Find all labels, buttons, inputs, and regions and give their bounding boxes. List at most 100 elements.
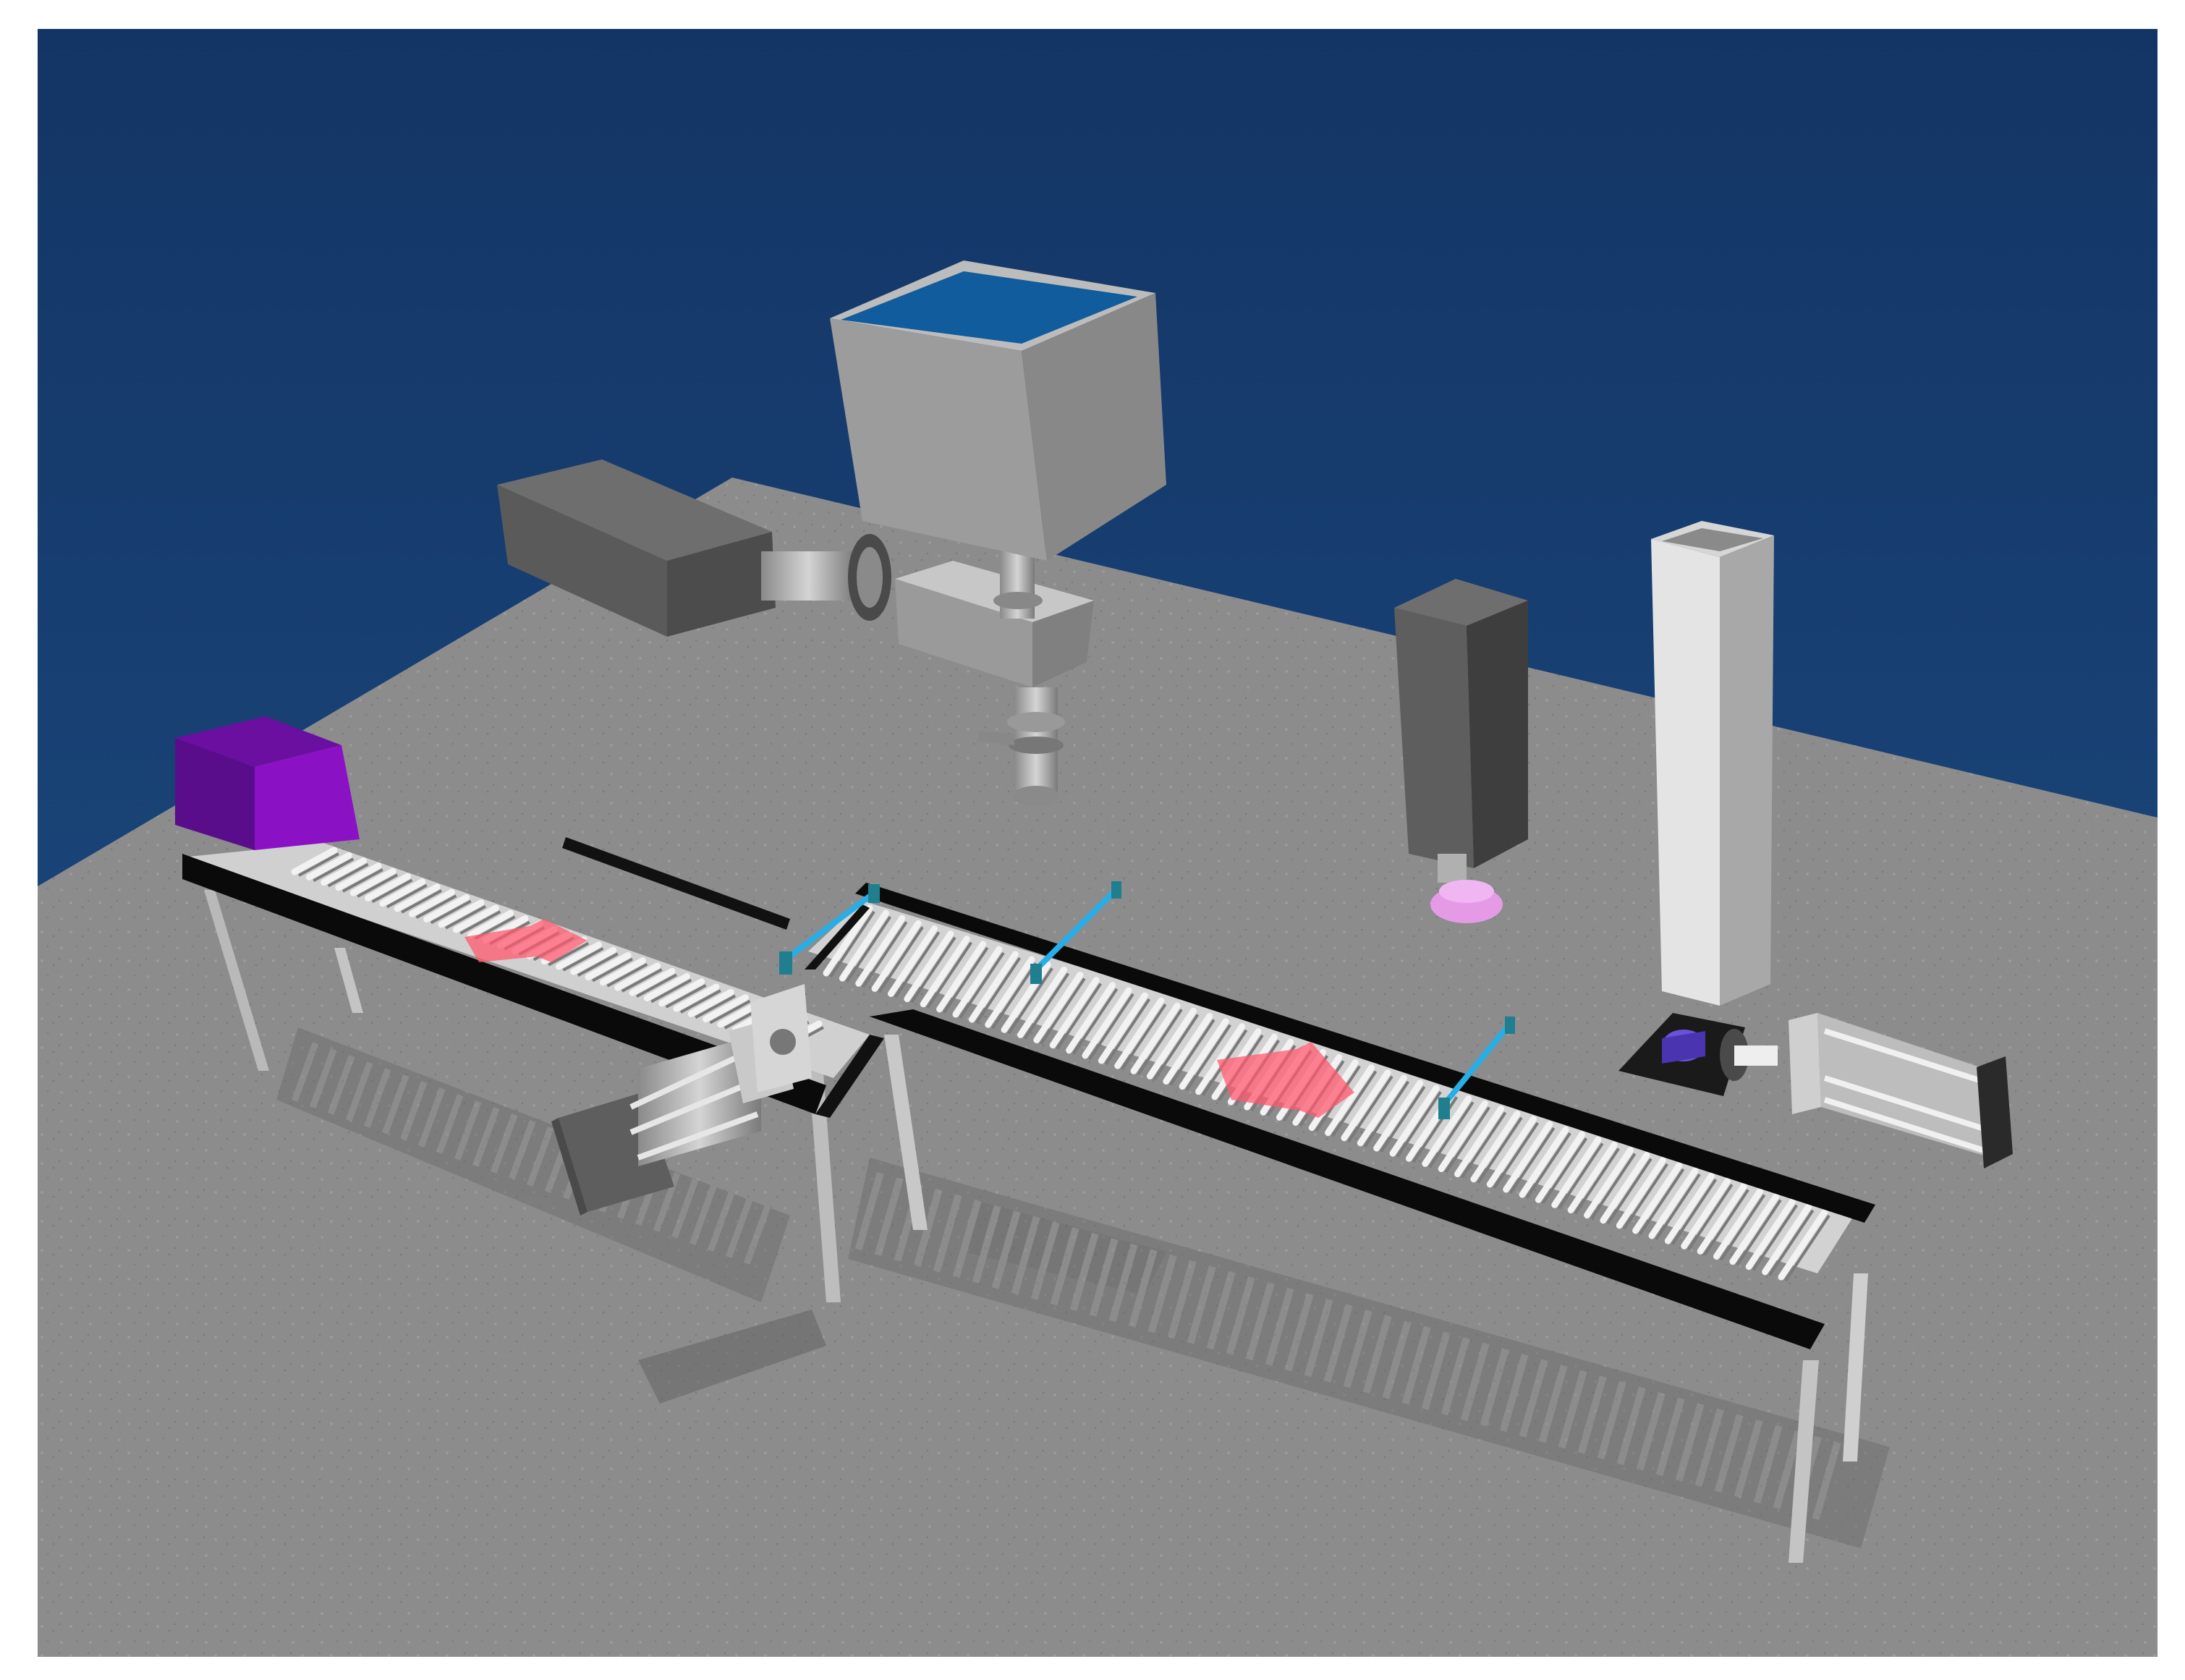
right-conveyor-roller <box>936 941 987 1013</box>
right-conveyor-roller-shade <box>1007 967 1053 1035</box>
right-conveyor-roller <box>1454 1106 1505 1178</box>
feeder-motor[interactable] <box>497 459 776 637</box>
roller-shadow-gap <box>1147 1255 1177 1333</box>
left-conveyor-roller-shade <box>679 989 721 1014</box>
right-conveyor-roller <box>1584 1147 1634 1219</box>
roller-shadow-gap <box>653 1172 681 1232</box>
right-conveyor-roller <box>1114 997 1165 1069</box>
roller-shadow-gap <box>1382 1320 1412 1399</box>
roller-shadow-gap <box>508 1120 536 1180</box>
left-conveyor-roller <box>702 994 749 1023</box>
left-conveyor-roller-shade <box>357 873 399 898</box>
left-conveyor-roller <box>349 867 396 896</box>
right-conveyor-roller-shade <box>1558 1142 1604 1210</box>
roller-shadow-gap <box>1323 1304 1353 1383</box>
right-conveyor-roller-shade <box>1590 1153 1637 1220</box>
left-conveyor-roller <box>643 973 690 1002</box>
left-conveyor-roller <box>394 883 441 912</box>
left-conveyor-roller-shade <box>621 968 663 993</box>
screw-housing <box>895 561 1094 687</box>
roller-shadow-gap <box>725 1198 753 1258</box>
gripper-station[interactable] <box>1394 579 1528 923</box>
right-conveyor-back-rail <box>855 883 1875 1223</box>
direction-markers <box>464 919 1354 1118</box>
roller-shadow-gap <box>526 1127 554 1187</box>
right-conveyor-roller <box>968 951 1019 1023</box>
roller-shadow-gap <box>1362 1315 1392 1394</box>
left-conveyor-roller <box>291 847 338 875</box>
right-conveyor-roller-shade <box>1509 1127 1556 1195</box>
right-conveyor-roller <box>887 925 938 997</box>
left-conveyor-roller-shade <box>298 852 339 877</box>
right-conveyor-roller-shade <box>991 962 1038 1030</box>
left-conveyor-roller-shade <box>577 952 619 977</box>
right-conveyor-roller-shade <box>894 931 941 998</box>
roller-shadow-gap <box>363 1068 391 1128</box>
left-conveyor-roller-shade <box>562 947 604 972</box>
right-conveyor-roller <box>1729 1193 1780 1265</box>
right-conveyor-roller <box>1389 1085 1440 1157</box>
right-conveyor-roller <box>1470 1111 1521 1183</box>
right-conveyor-roller-shade <box>1088 993 1134 1061</box>
material-hopper[interactable] <box>830 260 1166 561</box>
hopper-neck <box>993 550 1043 619</box>
right-conveyor-roller-shade <box>1331 1070 1378 1137</box>
right-conveyor-roller-shade <box>1040 977 1086 1045</box>
right-conveyor-roller-shade <box>845 916 892 983</box>
right-conveyor-roller <box>952 946 1003 1018</box>
roller-shadow-gap <box>913 1188 943 1268</box>
right-conveyor-roller-shade <box>1104 998 1151 1066</box>
right-conveyor-roller-shade <box>1363 1080 1409 1148</box>
left-conveyor-roller <box>305 852 352 881</box>
right-conveyor-roller <box>1438 1100 1488 1173</box>
right-conveyor-roller <box>839 909 889 982</box>
left-conveyor-roller-shade <box>636 973 677 998</box>
right-conveyor-roller-shade <box>942 946 989 1014</box>
feeder-shaft <box>761 534 891 621</box>
right-pusher-cylinder[interactable] <box>1720 1013 2013 1168</box>
sensor-gate-middle <box>1030 881 1121 984</box>
roller-shadow-gap <box>1128 1249 1158 1328</box>
right-conveyor-roller <box>855 915 906 987</box>
roller-shadow-gap <box>309 1048 337 1108</box>
right-conveyor-roller <box>1066 982 1116 1054</box>
roller-shadow-gap <box>1714 1414 1744 1493</box>
roller-shadow-gap <box>671 1179 699 1239</box>
left-conveyor-roller <box>658 978 705 1007</box>
storage-tower[interactable] <box>1618 521 1774 1096</box>
roller-shadow-gap <box>1265 1287 1294 1367</box>
roller-shadow-gap <box>1050 1227 1079 1306</box>
roller-shadow-gap <box>1441 1337 1470 1416</box>
sensors <box>779 881 1515 1119</box>
roller-shadow-gap <box>972 1205 1001 1284</box>
left-conveyor-roller-shade <box>386 883 428 909</box>
right-conveyor-roller-shade <box>975 956 1022 1024</box>
roller-shadow-gap <box>399 1081 428 1141</box>
right-conveyor-roller <box>1519 1126 1569 1198</box>
right-conveyor-roller <box>1130 1002 1181 1074</box>
roller-shadow-gap <box>1558 1370 1587 1449</box>
scene-canvas <box>38 29 2158 1657</box>
left-conveyor-legs <box>204 890 928 1302</box>
roller-shadow-gap <box>1675 1403 1705 1482</box>
left-conveyor-roller-shade <box>665 984 707 1009</box>
right-conveyor-roller <box>1697 1182 1747 1255</box>
right-conveyor-roller-shade <box>1768 1209 1815 1276</box>
left-pusher-cylinder[interactable] <box>551 984 812 1216</box>
left-conveyor-roller <box>585 951 632 980</box>
left-conveyor-roller <box>555 941 602 970</box>
right-conveyor-roller <box>1600 1152 1650 1224</box>
roller-shadow-gap <box>1284 1293 1314 1372</box>
roller-shadow-gap <box>1499 1353 1529 1433</box>
right-conveyor-roller <box>823 904 873 977</box>
left-conveyor-roller-shade <box>695 994 737 1019</box>
feed-box[interactable] <box>175 716 360 850</box>
roller-shadow-gap <box>1089 1238 1119 1317</box>
right-conveyor-roller-shade <box>1719 1194 1766 1261</box>
left-conveyor-roller-shade <box>327 862 369 888</box>
simulation-viewport[interactable] <box>38 29 2158 1657</box>
sensor-gate-left <box>779 884 880 975</box>
left-conveyor-roller <box>599 957 646 986</box>
left-conveyor-roller-shade <box>401 889 443 914</box>
roller-shadow-gap <box>1421 1331 1451 1410</box>
